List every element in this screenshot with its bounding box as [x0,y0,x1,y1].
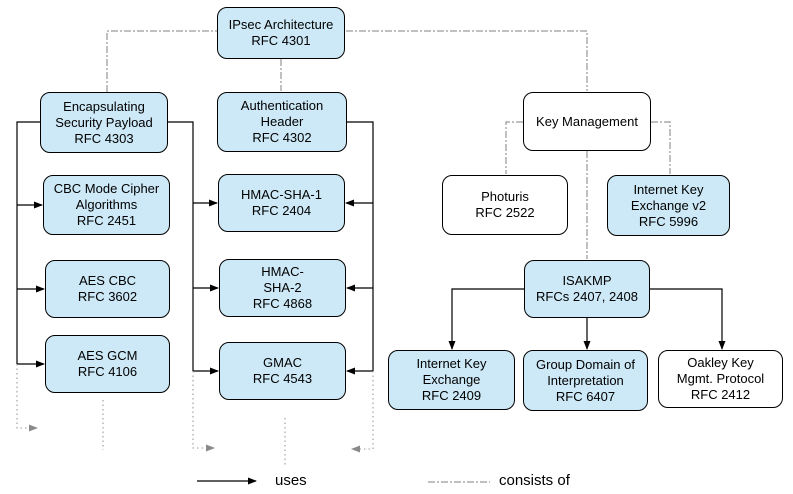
node-label-line: ISAKMP [562,273,612,288]
continuation-dots [16,364,374,467]
bus-esp-left [16,121,40,364]
node-label-line: Key Management [536,113,638,129]
bus-esp-right [168,121,194,371]
node-label-line: Authentication [240,98,324,113]
node-label-line: RFC 2409 [421,388,482,403]
node-label-line: Algorithms [75,197,138,212]
node-label-line: RFC 2522 [475,205,535,220]
node-label-line: RFC 6407 [555,388,616,404]
legend-consists-label: consists of [499,472,570,489]
node-label-line: RFC 3602 [77,289,138,304]
edge-isakmp-ike [448,288,524,350]
node-label-line: RFC 5996 [638,213,699,229]
node-label-line: Internet Key [633,181,704,197]
node-label-line: Photuris [481,189,529,204]
node-label-line: RFC 4106 [77,364,138,379]
node-label-line: Internet Key [416,356,487,371]
continuation-esp-right [192,371,215,452]
node-label-line: RFC 4302 [252,130,312,145]
uses-arrows [16,121,726,375]
node-label-line: IPsec Architecture [228,17,334,32]
node-label-line: RFC 2404 [251,203,312,218]
node-label-line: Header [260,114,304,129]
edge-keymgmt-ikev2 [651,121,671,174]
node-label-line: RFC 4543 [252,371,313,386]
legend-uses-label: uses [275,472,307,489]
node-label-line: RFC 2451 [76,213,137,228]
node-label-line: Group Domain of [536,356,635,372]
node-label-line: Encapsulating [63,98,145,114]
edge-ipsec-keymgmt [346,30,588,91]
node-label-line: Security Payload [55,114,153,130]
legend-lines [197,477,490,485]
node-label-line: Interpretation [547,372,624,388]
continuation-esp-left [16,364,38,432]
node-label-line: Oakley Key [687,355,754,370]
edge-keymgmt-photuris [505,121,523,174]
edge-isakmp-oakley [650,288,726,350]
continuation-ah-right [351,371,374,453]
node-label-line: AES CBC [78,273,137,288]
node-label-line: Mgmt. Protocol [676,371,765,386]
node-label-line: RFC 4301 [251,33,311,48]
node-label-line: HMAC- [261,264,304,279]
node-label-line: RFCs 2407, 2408 [536,289,638,304]
node-label-line: RFC 4868 [252,296,313,311]
node-label-line: RFC 4303 [74,130,134,146]
node-label-line: Exchange [422,372,481,387]
node-label-line: AES GCM [77,348,138,363]
node-label-line: CBC Mode Cipher [53,181,160,196]
node-label-line: GMAC [263,355,302,370]
node-label-line: HMAC-SHA-1 [241,187,322,202]
node-label-line: Exchange v2 [630,197,707,213]
bus-ah-right [347,121,374,371]
node-key-management: Key Management [523,92,651,151]
node-label-line: RFC 2412 [690,387,751,402]
edge-ipsec-esp [106,30,217,92]
node-label-line: SHA-2 [263,280,302,295]
consists-of-lines [106,30,671,259]
